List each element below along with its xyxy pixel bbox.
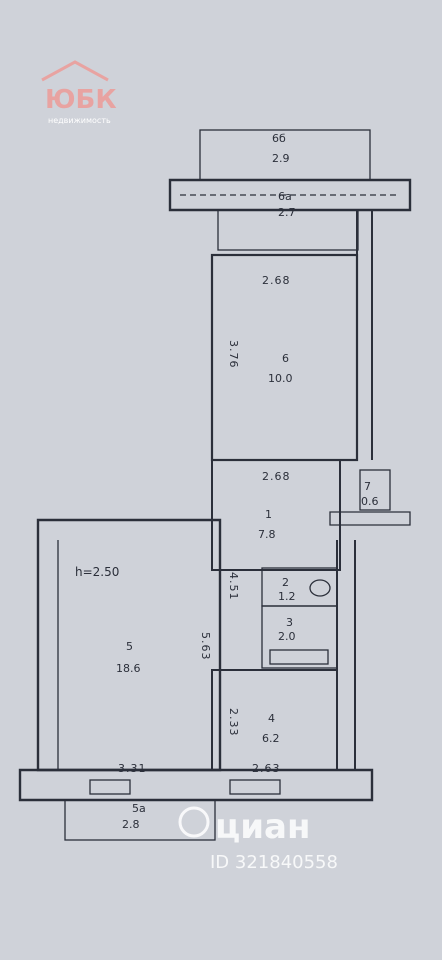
- dim-room-1-top: 2.68: [262, 470, 291, 483]
- room-3-id: 3: [286, 616, 293, 629]
- room-6-id: 6: [282, 352, 289, 365]
- room-7-area: 0.6: [361, 495, 379, 508]
- room-1-walls: [211, 459, 341, 571]
- room-2-walls: [261, 567, 338, 607]
- yubk-logo: ЮБК недвижимость: [41, 60, 117, 125]
- bottom-outer-wall: [18, 768, 374, 802]
- room-6a-area: 2.7: [278, 206, 296, 219]
- room-4-id: 4: [268, 712, 275, 725]
- room-5-area: 18.6: [116, 662, 141, 675]
- dim-room-1-side: 4.51: [227, 572, 240, 601]
- room-5-id: 5: [126, 640, 133, 653]
- balcony-5a-outline: [64, 799, 216, 841]
- loggia-wall: [168, 178, 412, 212]
- right-outer-wall: [336, 540, 356, 770]
- window-right: [229, 779, 281, 795]
- room-2-id: 2: [282, 576, 289, 589]
- logo-roof-icon: [41, 60, 109, 82]
- dim-room-6-side: 3.76: [227, 340, 240, 369]
- window-left: [89, 779, 131, 795]
- closet-wall: [329, 511, 411, 526]
- dim-room-5-side: 5.63: [199, 632, 212, 661]
- ceiling-height-label: h=2.50: [75, 565, 119, 579]
- cian-logo-icon: [178, 806, 210, 838]
- logo-subtitle: недвижимость: [48, 116, 111, 125]
- room-7-walls: [359, 469, 391, 511]
- dim-room-4-bottom: 2.63: [252, 762, 281, 775]
- toilet-fixture: [309, 579, 331, 597]
- dim-room-4-side: 2.33: [227, 708, 240, 737]
- room-6-area: 10.0: [268, 372, 293, 385]
- room-4-area: 6.2: [262, 732, 280, 745]
- corridor-right-wall: [356, 210, 373, 460]
- room-6a-id: 6а: [278, 190, 292, 203]
- logo-text: ЮБК: [45, 85, 117, 115]
- plan-walls: [18, 129, 412, 841]
- bathtub-fixture: [269, 649, 329, 665]
- dim-room-6-top: 2.68: [262, 274, 291, 287]
- room-1-area: 7.8: [258, 528, 276, 541]
- watermark-id: ID 321840558: [210, 852, 338, 873]
- room-7-id: 7: [364, 480, 371, 493]
- dim-room-5-bottom: 3.31: [118, 762, 147, 775]
- room-3-area: 2.0: [278, 630, 296, 643]
- watermark-brand: циан: [215, 807, 310, 847]
- room-6b-area: 2.9: [272, 152, 290, 165]
- cian-watermark: циан ID 321840558: [178, 806, 338, 873]
- room-6b-id: 6б: [272, 132, 286, 145]
- room-2-area: 1.2: [278, 590, 296, 603]
- room-5a-area: 2.8: [122, 818, 140, 831]
- room-5a-id: 5а: [132, 802, 146, 815]
- room-3-walls: [261, 605, 338, 669]
- room-1-id: 1: [265, 508, 272, 521]
